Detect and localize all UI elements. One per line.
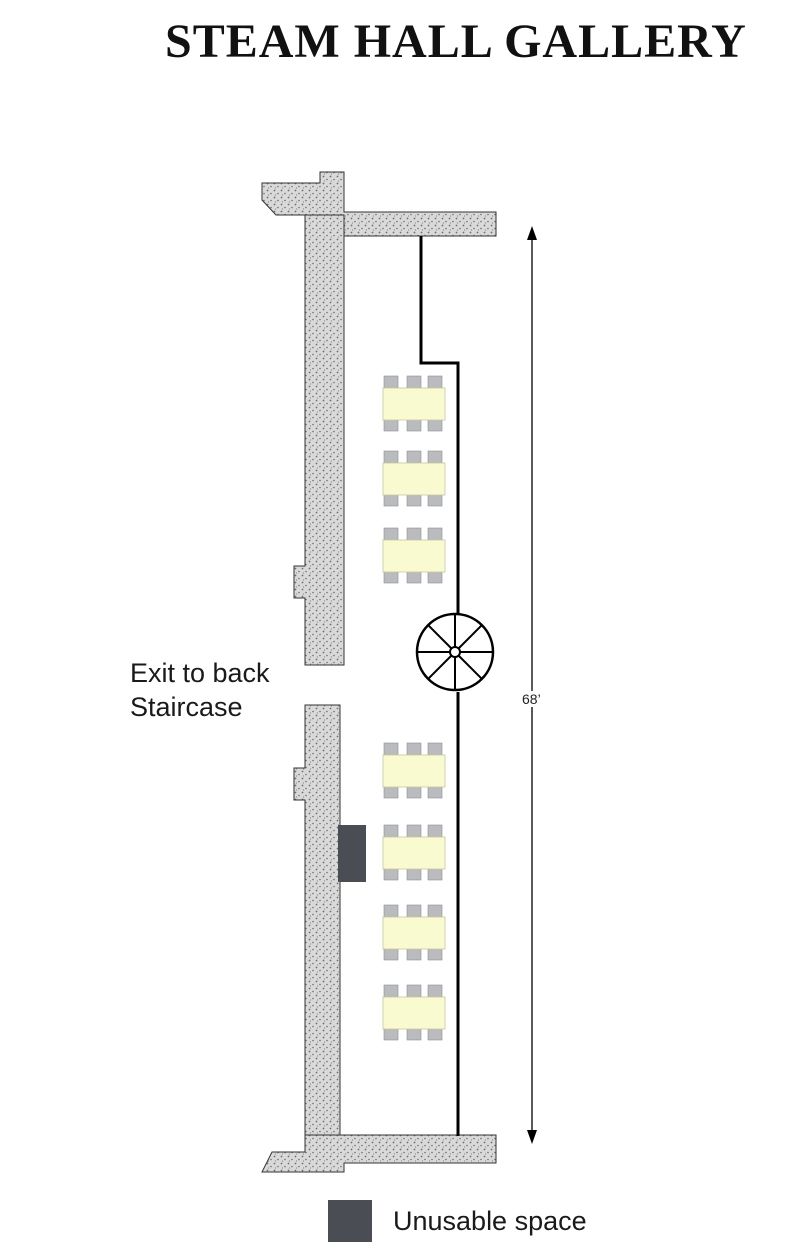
legend-label: Unusable space	[393, 1206, 587, 1236]
chair	[383, 742, 399, 756]
chair	[406, 1027, 422, 1041]
chair	[406, 947, 422, 961]
table	[382, 387, 446, 421]
chair	[406, 867, 422, 881]
chair	[427, 785, 443, 799]
spiral-staircase-icon	[415, 612, 495, 692]
chair	[383, 904, 399, 918]
page-title: STEAM HALL GALLERY	[165, 15, 747, 68]
table-group	[382, 527, 446, 584]
table-group	[382, 450, 446, 507]
chair	[427, 824, 443, 838]
chair	[383, 375, 399, 389]
chair	[383, 493, 399, 507]
chair	[427, 527, 443, 541]
chair	[427, 493, 443, 507]
chair	[383, 570, 399, 584]
chair	[383, 450, 399, 464]
table-group	[382, 375, 446, 432]
chair	[406, 418, 422, 432]
chair	[383, 527, 399, 541]
table	[382, 754, 446, 788]
table	[382, 836, 446, 870]
table	[382, 916, 446, 950]
wall-top	[261, 171, 497, 246]
chair	[383, 947, 399, 961]
wall-bottom	[261, 1134, 497, 1173]
chair	[406, 450, 422, 464]
wall-left-upper	[293, 214, 345, 666]
chair	[427, 984, 443, 998]
table	[382, 539, 446, 573]
chair	[406, 742, 422, 756]
table-group	[382, 904, 446, 961]
chair	[427, 742, 443, 756]
exit-label-line-2: Staircase	[130, 692, 243, 722]
chair	[406, 824, 422, 838]
partition-line	[419, 236, 460, 618]
chair	[427, 570, 443, 584]
chair	[427, 947, 443, 961]
chair	[383, 418, 399, 432]
chair	[383, 1027, 399, 1041]
chair	[406, 493, 422, 507]
legend-swatch	[328, 1200, 372, 1242]
chair	[406, 785, 422, 799]
chair	[406, 984, 422, 998]
dimension-arrow	[527, 226, 537, 1144]
chair	[406, 570, 422, 584]
chair	[383, 984, 399, 998]
chair	[406, 527, 422, 541]
table	[382, 996, 446, 1030]
chair	[427, 450, 443, 464]
exit-label: Exit to back Staircase	[130, 656, 270, 724]
chair	[427, 904, 443, 918]
chair	[427, 375, 443, 389]
table-group	[382, 984, 446, 1041]
chair	[406, 904, 422, 918]
chair	[427, 867, 443, 881]
chair	[406, 375, 422, 389]
unusable-space-block	[338, 825, 366, 882]
chair	[383, 785, 399, 799]
table-group	[382, 824, 446, 881]
dimension-label: 68’	[520, 691, 543, 707]
chair	[427, 418, 443, 432]
table-group	[382, 742, 446, 799]
table	[382, 462, 446, 496]
chair	[383, 867, 399, 881]
wall-left-lower	[293, 704, 341, 1151]
chair	[383, 824, 399, 838]
table-groups	[382, 375, 446, 1041]
chair	[427, 1027, 443, 1041]
exit-label-line-1: Exit to back	[130, 658, 270, 688]
